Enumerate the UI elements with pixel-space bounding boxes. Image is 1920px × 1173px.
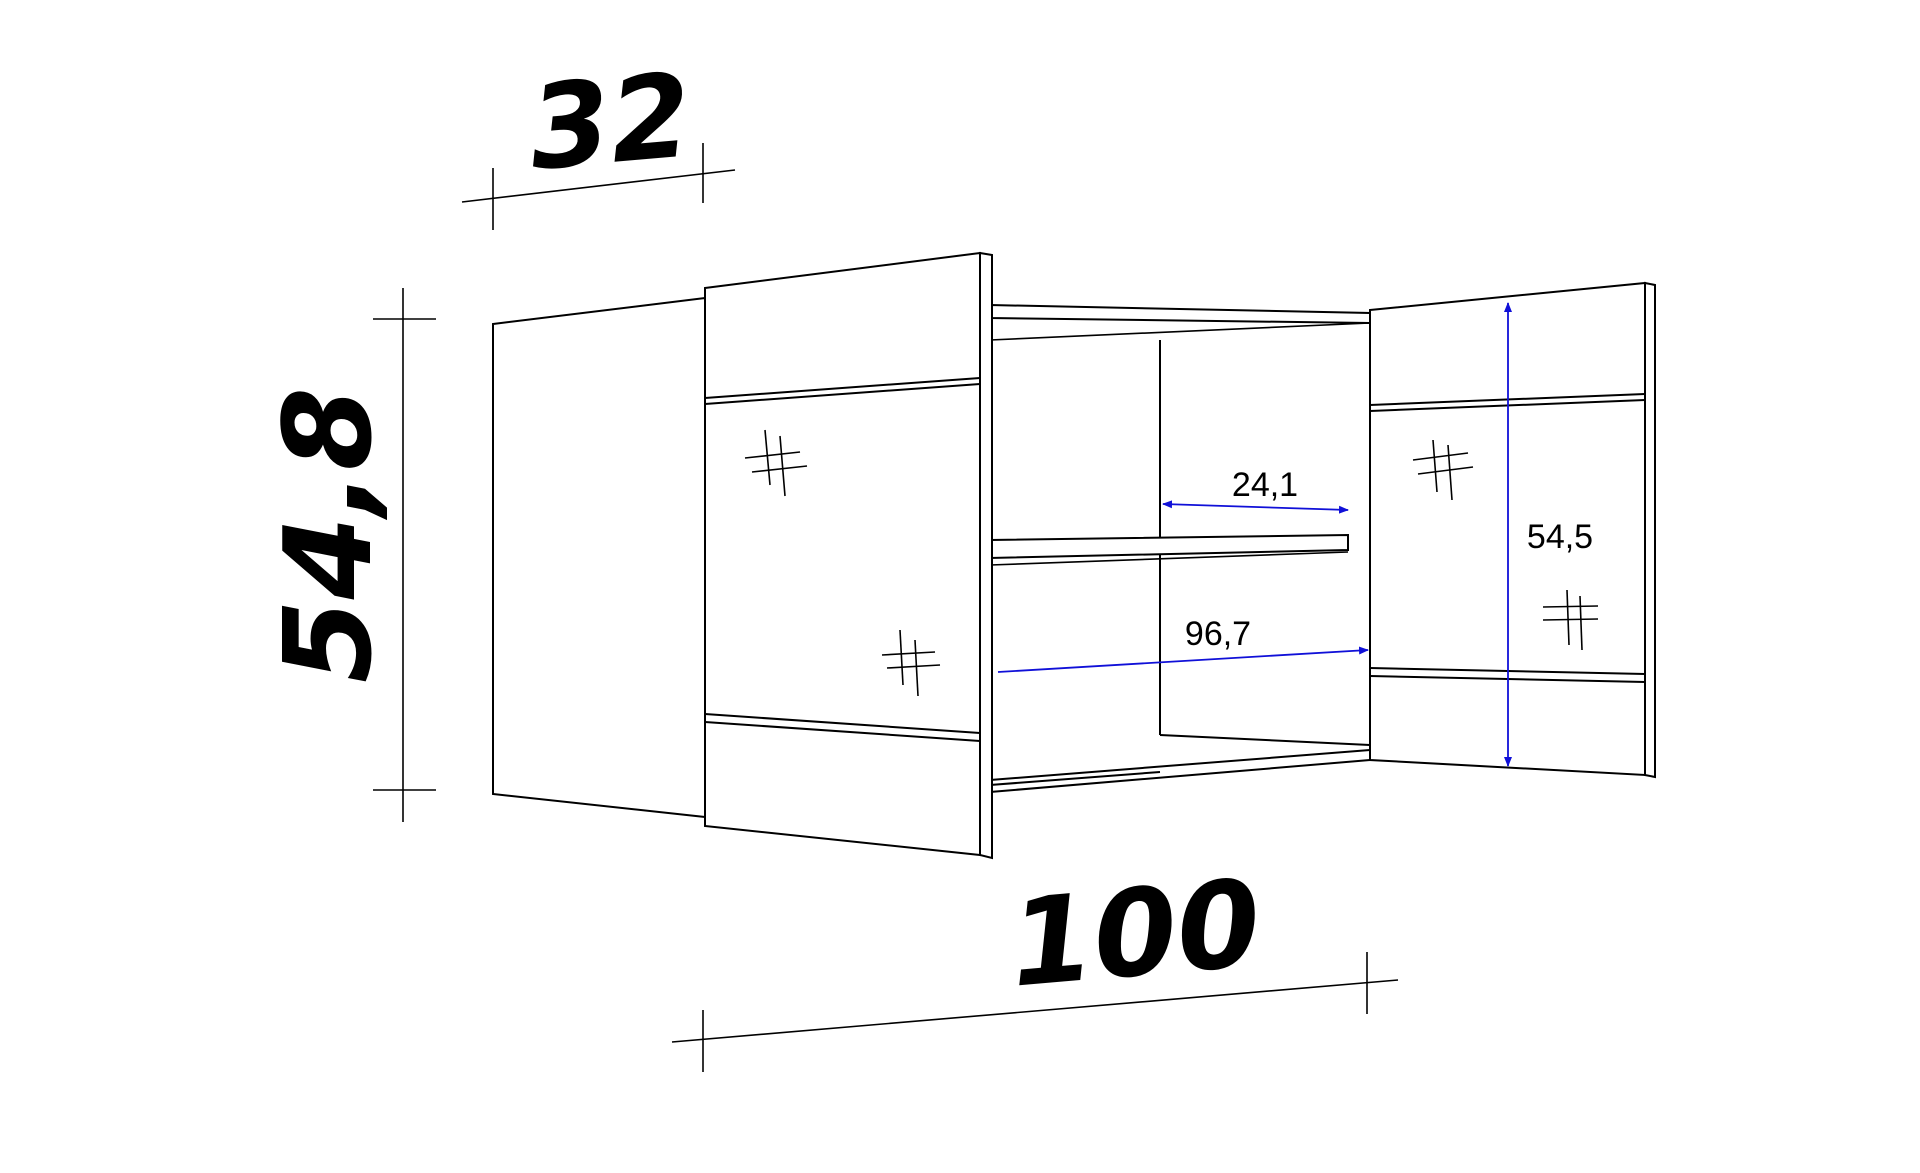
top-panel — [989, 303, 1371, 325]
inner-height-label: 54,5 — [1527, 518, 1593, 556]
right-door — [1369, 281, 1656, 779]
inner-width-label: 96,7 — [1185, 615, 1251, 653]
depth-dimension: 32 — [461, 48, 736, 230]
top-panel-inner-edge — [989, 322, 1371, 341]
shelf-depth-dimension: 24,1 — [1162, 466, 1349, 514]
width-label: 100 — [1005, 854, 1267, 1014]
left-door-top-rail-1 — [704, 377, 981, 399]
inner-width-line — [997, 646, 1369, 673]
glass-mark-icon — [881, 629, 941, 697]
width-dimension: 100 — [671, 854, 1399, 1072]
right-door-edge — [1644, 281, 1656, 779]
depth-label: 32 — [524, 48, 697, 197]
bottom-panel-back — [1159, 734, 1371, 746]
inner-width-dimension: 96,7 — [997, 615, 1369, 673]
left-door-face — [704, 251, 981, 857]
shelf-depth-line — [1162, 500, 1349, 514]
glass-mark-icon — [1412, 439, 1474, 501]
left-door — [704, 251, 993, 860]
left-side-panel — [492, 296, 706, 819]
glass-mark-icon — [1542, 589, 1599, 651]
bottom-panel-front — [989, 759, 1371, 793]
shelf-underside — [989, 551, 1349, 566]
shelf-depth-label: 24,1 — [1232, 466, 1298, 504]
height-dimension: 54,8 — [260, 288, 436, 822]
cabinet-body — [989, 303, 1371, 793]
left-door-bottom-rail-1 — [704, 713, 981, 734]
bottom-panel-top — [989, 749, 1371, 781]
height-label: 54,8 — [260, 387, 399, 683]
glass-mark-icon — [744, 429, 808, 497]
depth-dimension-line — [461, 169, 736, 203]
left-door-bottom-rail-2 — [704, 721, 981, 742]
left-door-edge — [979, 251, 993, 860]
bottom-panel-mid — [989, 771, 1161, 786]
left-door-top-rail-2 — [704, 383, 981, 405]
inner-height-dimension: 54,5 — [1504, 302, 1593, 767]
width-dimension-line — [671, 979, 1399, 1043]
